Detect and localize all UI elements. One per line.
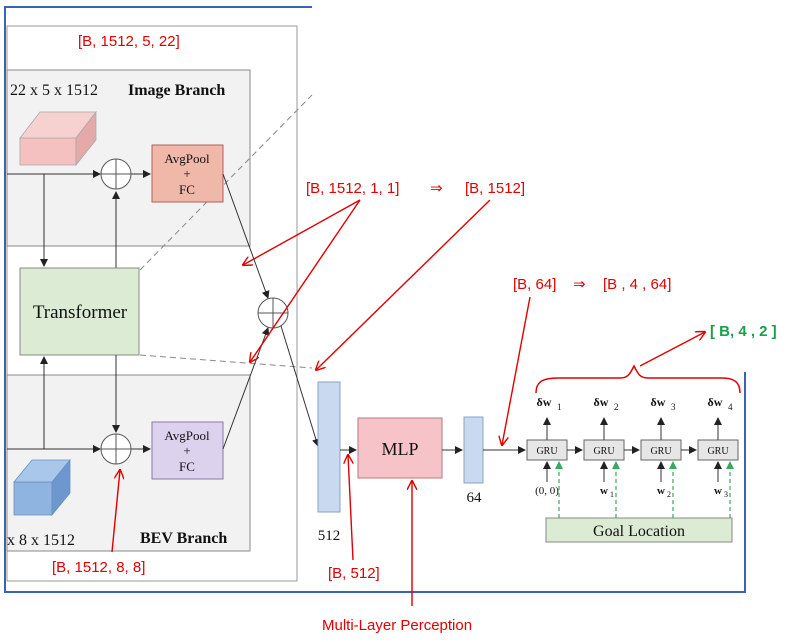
gru-output-label: δw (594, 395, 609, 409)
gru-output-subscript: 4 (728, 402, 733, 412)
pointer-hidden (502, 296, 531, 445)
concat-to-vector (280, 325, 320, 447)
image-fc-label: FC (179, 182, 195, 197)
annotation-gru-shape: [B , 4 , 64] (603, 276, 671, 293)
bev-branch-title: BEV Branch (140, 530, 227, 547)
pointer-output (639, 332, 705, 367)
gru-cell-label: GRU (650, 446, 672, 457)
annotation-arrow-2: ⇒ (573, 276, 586, 293)
annotation-mlp-caption: Multi-Layer Perception (322, 617, 472, 634)
pointer-pooled-image (243, 199, 361, 265)
zoom-line-bottom (139, 354, 313, 369)
vector-64 (463, 416, 484, 484)
image-pool-to-concat (222, 173, 270, 299)
gru-input-label: w (657, 485, 665, 497)
gru-output-label: δw (537, 395, 552, 409)
pointer-bev-shape (111, 470, 120, 553)
outer-frame (4, 6, 746, 593)
mlp-block (357, 417, 443, 479)
concat-add-node (257, 297, 289, 329)
mlp-label: MLP (381, 439, 418, 459)
annotation-image-shape: [B, 1512, 5, 22] (78, 33, 180, 50)
pointer-flat (316, 199, 491, 370)
gru-cell-label: GRU (707, 446, 729, 457)
pointer-concat (348, 455, 354, 561)
bev-feature-dims: x 8 x 1512 (7, 532, 75, 549)
gru-output-subscript: 3 (671, 402, 676, 412)
gru-input-label: w (600, 485, 608, 497)
image-avgpool-block: AvgPool + FC (151, 144, 224, 203)
pointer-pooled-bev (250, 199, 361, 362)
annotation-pooled-shape: [B, 1512, 1, 1] (306, 180, 399, 197)
gru-input-label: (0, 0) (535, 485, 559, 497)
bev-pool-to-concat (222, 327, 270, 450)
goal-location-label: Goal Location (593, 523, 685, 540)
image-plus-label: + (183, 166, 190, 181)
goal-location-block (545, 517, 733, 543)
gru-output-label: δw (651, 395, 666, 409)
gru-input-label: w (714, 485, 722, 497)
vector-64-label: 64 (467, 490, 483, 506)
image-branch-title: Image Branch (128, 82, 225, 99)
image-feature-dims: 22 x 5 x 1512 (10, 82, 98, 99)
gru-cell-label: GRU (536, 446, 558, 457)
annotation-hidden-shape: [B, 64] (513, 276, 556, 293)
gru-input-subscript: 1 (610, 490, 614, 499)
bev-add-node (100, 433, 132, 465)
annotation-concat-shape: [B, 512] (328, 565, 380, 582)
annotation-flat-shape: [B, 1512] (465, 180, 525, 197)
output-brace (535, 364, 741, 394)
image-feature-cube (19, 110, 97, 167)
bev-avgpool-block: AvgPool + FC (151, 421, 224, 480)
annotation-arrow-1: ⇒ (430, 180, 443, 197)
gru-cell-label: GRU (593, 446, 615, 457)
vector-512 (317, 381, 341, 513)
annotation-bev-shape: [B, 1512, 8, 8] (52, 559, 145, 576)
transformer-block (19, 267, 140, 356)
bev-fc-label: FC (179, 459, 195, 474)
gru-output-subscript: 1 (557, 402, 562, 412)
gru-input-subscript: 2 (667, 490, 671, 499)
bev-avgpool-label: AvgPool (164, 428, 210, 443)
vector-512-label: 512 (318, 528, 341, 544)
bev-feature-cube (13, 458, 71, 517)
bev-plus-label: + (183, 443, 190, 458)
annotation-output-shape: [ B, 4 , 2 ] (710, 323, 777, 340)
gru-output-label: δw (708, 395, 723, 409)
transformer-label: Transformer (33, 302, 128, 323)
gru-input-subscript: 3 (724, 490, 728, 499)
image-add-node (100, 158, 132, 190)
image-avgpool-label: AvgPool (164, 151, 210, 166)
gru-output-subscript: 2 (614, 402, 619, 412)
